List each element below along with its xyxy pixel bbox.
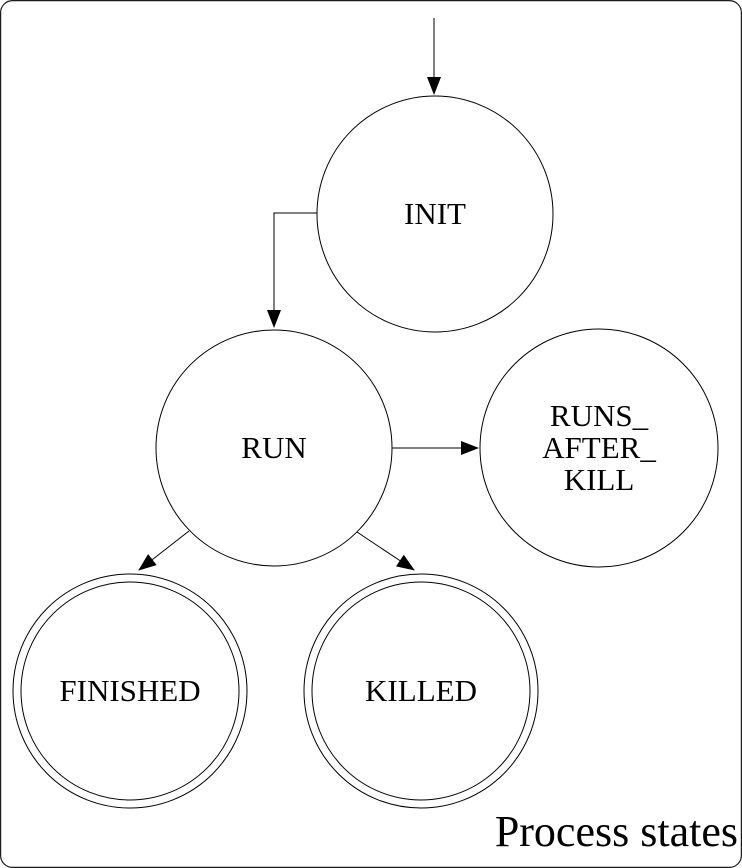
state-run-label: RUN <box>241 430 306 465</box>
state-finished-inner-circle <box>20 581 240 801</box>
state-init-circle <box>316 95 554 333</box>
state-finished: FINISHED <box>12 573 248 809</box>
state-runs-after-kill-label-line1: RUNS_ <box>550 398 649 433</box>
state-killed: KILLED <box>303 573 539 809</box>
state-run: RUN <box>155 329 393 567</box>
state-runs-after-kill-label-line3: KILL <box>564 462 635 497</box>
state-killed-label: KILLED <box>365 673 477 708</box>
state-init: INIT <box>316 95 554 333</box>
state-finished-label: FINISHED <box>59 673 200 708</box>
state-runs-after-kill-circle <box>479 328 719 568</box>
diagram-title: Process states <box>495 807 738 856</box>
state-run-circle <box>155 329 393 567</box>
transition-init-to-run-arrow <box>267 212 318 328</box>
state-runs-after-kill-label-line2: AFTER_ <box>542 430 656 465</box>
state-killed-inner-circle <box>311 581 531 801</box>
state-runs-after-kill: RUNS_ AFTER_ KILL <box>479 328 719 568</box>
transition-run-to-killed-arrow <box>356 531 415 571</box>
transition-run-to-finished-arrow <box>138 530 190 571</box>
state-init-label: INIT <box>404 196 466 231</box>
